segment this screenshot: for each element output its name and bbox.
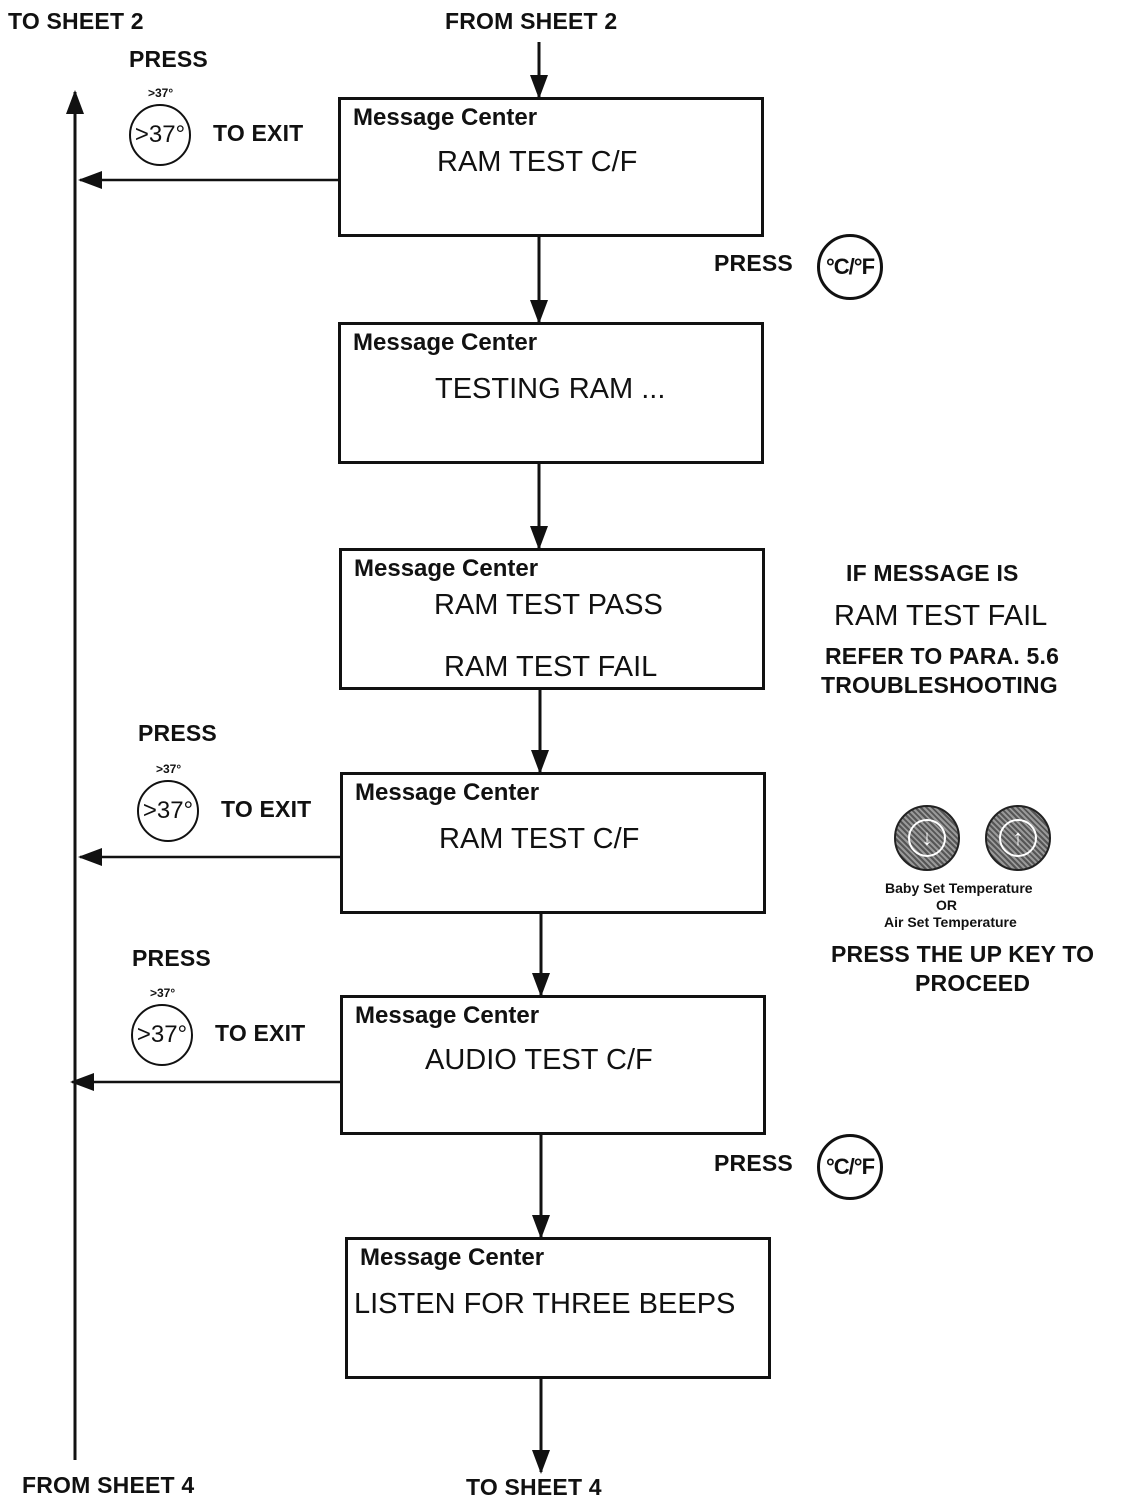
box-message: TESTING RAM ...: [435, 373, 666, 405]
box-title: Message Center: [354, 555, 539, 582]
cf-key-button[interactable]: °C/°F: [817, 1134, 883, 1200]
to-exit-label: TO EXIT: [213, 120, 304, 146]
message-box-ram-test-cf-2: Message Center RAM TEST C/F: [340, 772, 766, 914]
fail-note-line3: REFER TO PARA. 5.6: [825, 643, 1060, 669]
up-arrow-icon: ↑: [999, 819, 1037, 857]
exit-key-button[interactable]: >37°: [137, 780, 199, 842]
press-label: PRESS: [714, 250, 793, 276]
box-title: Message Center: [360, 1244, 545, 1271]
key-caption: >37°: [156, 762, 182, 776]
message-box-ram-test-cf: Message Center RAM TEST C/F: [338, 97, 764, 237]
box-message-pass: RAM TEST PASS: [434, 589, 663, 621]
press-label: PRESS: [714, 1150, 793, 1176]
up-key-button[interactable]: ↑: [985, 805, 1051, 871]
exit-key-button[interactable]: >37°: [131, 1004, 193, 1066]
box-message: RAM TEST C/F: [439, 823, 640, 855]
message-box-listen-beeps: Message Center LISTEN FOR THREE BEEPS: [345, 1237, 771, 1379]
press-label: PRESS: [138, 720, 217, 746]
to-sheet-2-label: TO SHEET 2: [8, 8, 144, 34]
to-sheet-4-label: TO SHEET 4: [466, 1474, 602, 1500]
key-caption-baby: Baby Set Temperature: [885, 880, 1033, 896]
box-message-fail: RAM TEST FAIL: [444, 651, 658, 683]
message-box-audio-test: Message Center AUDIO TEST C/F: [340, 995, 766, 1135]
fail-note-line1: IF MESSAGE IS: [846, 560, 1019, 586]
press-label: PRESS: [132, 945, 211, 971]
down-key-button[interactable]: ↓: [894, 805, 960, 871]
from-sheet-2-label: FROM SHEET 2: [445, 8, 618, 34]
box-title: Message Center: [353, 104, 538, 131]
press-label: PRESS: [129, 46, 208, 72]
fail-note-line2: RAM TEST FAIL: [834, 600, 1048, 632]
instruction-line1: PRESS THE UP KEY TO: [831, 941, 1095, 967]
key-caption: >37°: [148, 86, 174, 100]
key-caption-or: OR: [936, 897, 957, 913]
box-title: Message Center: [353, 329, 538, 356]
instruction-line2: PROCEED: [915, 970, 1031, 996]
to-exit-label: TO EXIT: [221, 796, 312, 822]
cf-key-button[interactable]: °C/°F: [817, 234, 883, 300]
from-sheet-4-label: FROM SHEET 4: [22, 1472, 195, 1498]
box-message: LISTEN FOR THREE BEEPS: [354, 1288, 736, 1320]
message-box-ram-pass-fail: Message Center RAM TEST PASS RAM TEST FA…: [339, 548, 765, 690]
box-title: Message Center: [355, 1002, 540, 1029]
to-exit-label: TO EXIT: [215, 1020, 306, 1046]
fail-note-line4: TROUBLESHOOTING: [821, 672, 1058, 698]
box-title: Message Center: [355, 779, 540, 806]
box-message: AUDIO TEST C/F: [425, 1044, 653, 1076]
down-arrow-icon: ↓: [908, 819, 946, 857]
message-box-testing-ram: Message Center TESTING RAM ...: [338, 322, 764, 464]
key-caption: >37°: [150, 986, 176, 1000]
exit-key-button[interactable]: >37°: [129, 104, 191, 166]
key-caption-air: Air Set Temperature: [884, 914, 1017, 930]
box-message: RAM TEST C/F: [437, 146, 638, 178]
